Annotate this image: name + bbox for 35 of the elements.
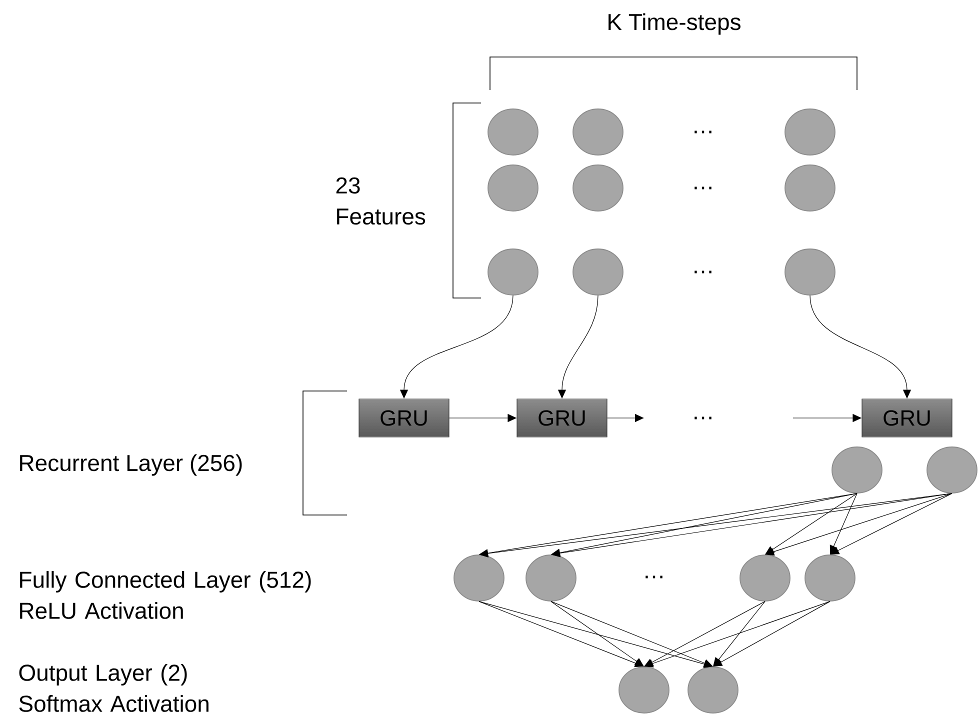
neuron-circle — [572, 108, 624, 156]
neuron-circle — [454, 554, 504, 602]
gru-box: GRU — [862, 398, 952, 438]
ellipsis: … — [694, 270, 712, 274]
neuron-circle — [784, 164, 836, 212]
neuron-circle — [832, 446, 882, 494]
layer-label: Recurrent Layer (256) — [20, 454, 242, 476]
neuron-circle — [526, 554, 576, 602]
neuron-circle — [618, 666, 670, 714]
ellipsis: … — [694, 130, 712, 134]
neuron-circle — [740, 554, 790, 602]
arrow — [830, 493, 952, 555]
arrow — [551, 493, 952, 558]
neuron-circle — [926, 446, 978, 494]
layer-label: Output Layer (2) Softmax Activation — [19, 664, 208, 712]
gru-box: GRU — [516, 398, 608, 438]
neuron-circle — [688, 666, 738, 714]
neuron-circle — [572, 164, 624, 212]
ellipsis: … — [694, 416, 712, 420]
neuron-circle — [488, 248, 538, 296]
arrow — [644, 601, 830, 668]
neuron-circle — [784, 248, 836, 296]
arrow — [765, 493, 952, 556]
ellipsis: … — [646, 576, 662, 578]
neuron-circle — [572, 248, 624, 296]
gru-box: GRU — [358, 398, 450, 438]
heading: K Time-steps — [608, 13, 740, 35]
neuron-circle — [804, 554, 856, 602]
ellipsis: … — [694, 186, 712, 190]
arrow — [550, 601, 713, 667]
axis-label: 23 Features — [336, 177, 426, 225]
neuron-circle — [784, 108, 836, 156]
neuron-circle — [488, 108, 538, 156]
layer-label: Fully Connected Layer (512) ReLU Activation — [20, 571, 311, 619]
neuron-circle — [488, 164, 538, 212]
